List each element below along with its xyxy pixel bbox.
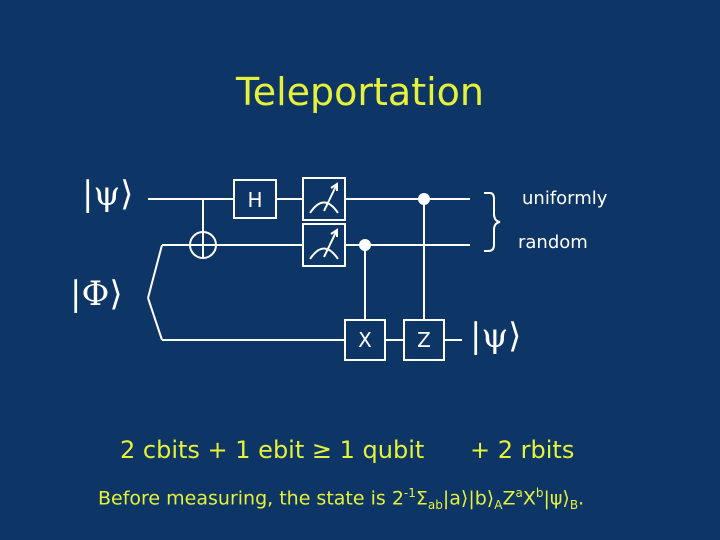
h-gate-label: H [247,188,263,212]
control-dot-x [359,239,371,251]
state-footnote: Before measuring, the state is 2-1Σab|a⟩… [98,486,585,513]
input-psi-ket: |ψ⟩ [82,174,134,214]
input-phi-ket: |Φ⟩ [70,274,123,314]
measurement-meter-1 [302,177,346,221]
slide-title: Teleportation [235,70,485,114]
brace-label-random: random [518,232,588,253]
wire-phi-a-diag [147,244,163,299]
z-gate-label: Z [417,328,431,352]
h-gate-box [233,179,277,219]
output-psi-ket: |ψ⟩ [470,316,522,356]
brace-label-uniformly: uniformly [522,188,608,209]
x-gate-box [344,319,386,361]
wire-phi-b-diag [147,297,163,341]
measurement-meter-2 [302,223,346,267]
z-gate-box [403,319,445,361]
control-dot-z [418,193,430,205]
resource-equation-rbits: + 2 rbits [470,436,575,464]
brace [484,192,501,252]
x-gate-label: X [358,328,372,352]
resource-equation: 2 cbits + 1 ebit ≥ 1 qubit [120,436,425,464]
